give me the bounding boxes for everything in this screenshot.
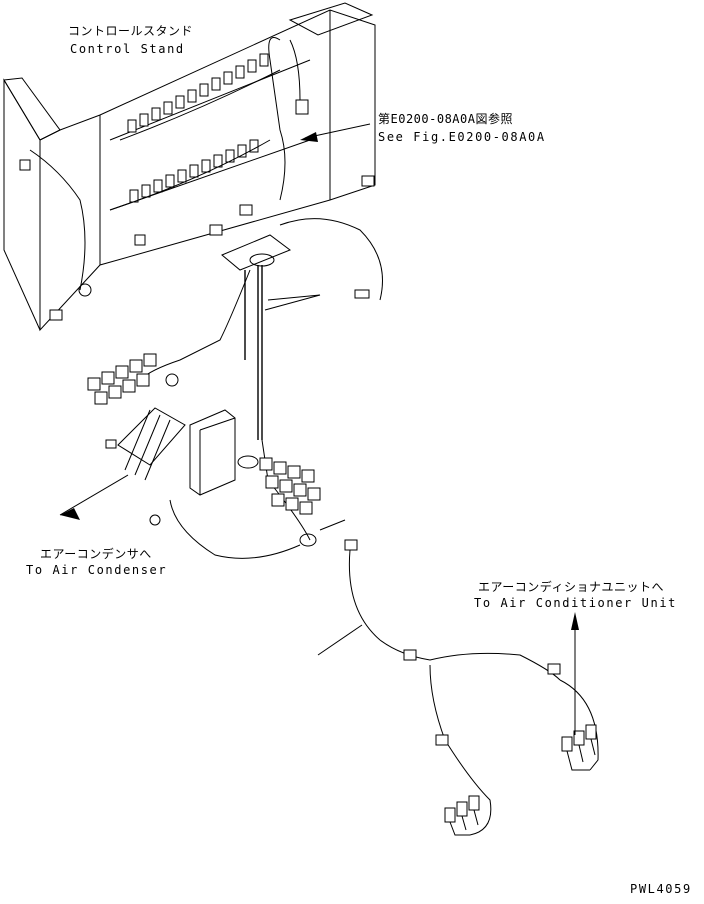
ac-unit-label-jp: エアーコンディショナユニットへ <box>478 580 664 594</box>
see-fig-label-en: See Fig.E0200-08A0A <box>378 130 546 144</box>
drawing-number: PWL4059 <box>630 882 692 896</box>
condenser-arrow <box>59 474 129 520</box>
control-stand-label-jp: コントロールスタンド <box>68 24 194 38</box>
ac-unit-label-en: To Air Conditioner Unit <box>474 596 677 610</box>
lower-connector-row <box>109 139 271 211</box>
left-relay-cluster <box>87 353 179 405</box>
see-fig-label-jp: 第E0200-08A0A図参照 <box>378 112 513 126</box>
central-box <box>189 409 236 496</box>
right-relay-cluster <box>237 455 321 515</box>
main-harness-trunk <box>139 218 383 541</box>
ac-unit-arrow <box>571 612 579 735</box>
air-condenser-label-en: To Air Condenser <box>26 563 168 577</box>
see-fig-leader <box>300 123 371 142</box>
air-condenser-label-jp: エアーコンデンサへ <box>40 547 152 561</box>
upper-connector-row <box>119 53 281 141</box>
condenser-branch <box>105 407 317 559</box>
ac-unit-harness <box>319 519 599 836</box>
control-stand-label-en: Control Stand <box>70 42 185 56</box>
control-stand-body <box>3 2 376 332</box>
